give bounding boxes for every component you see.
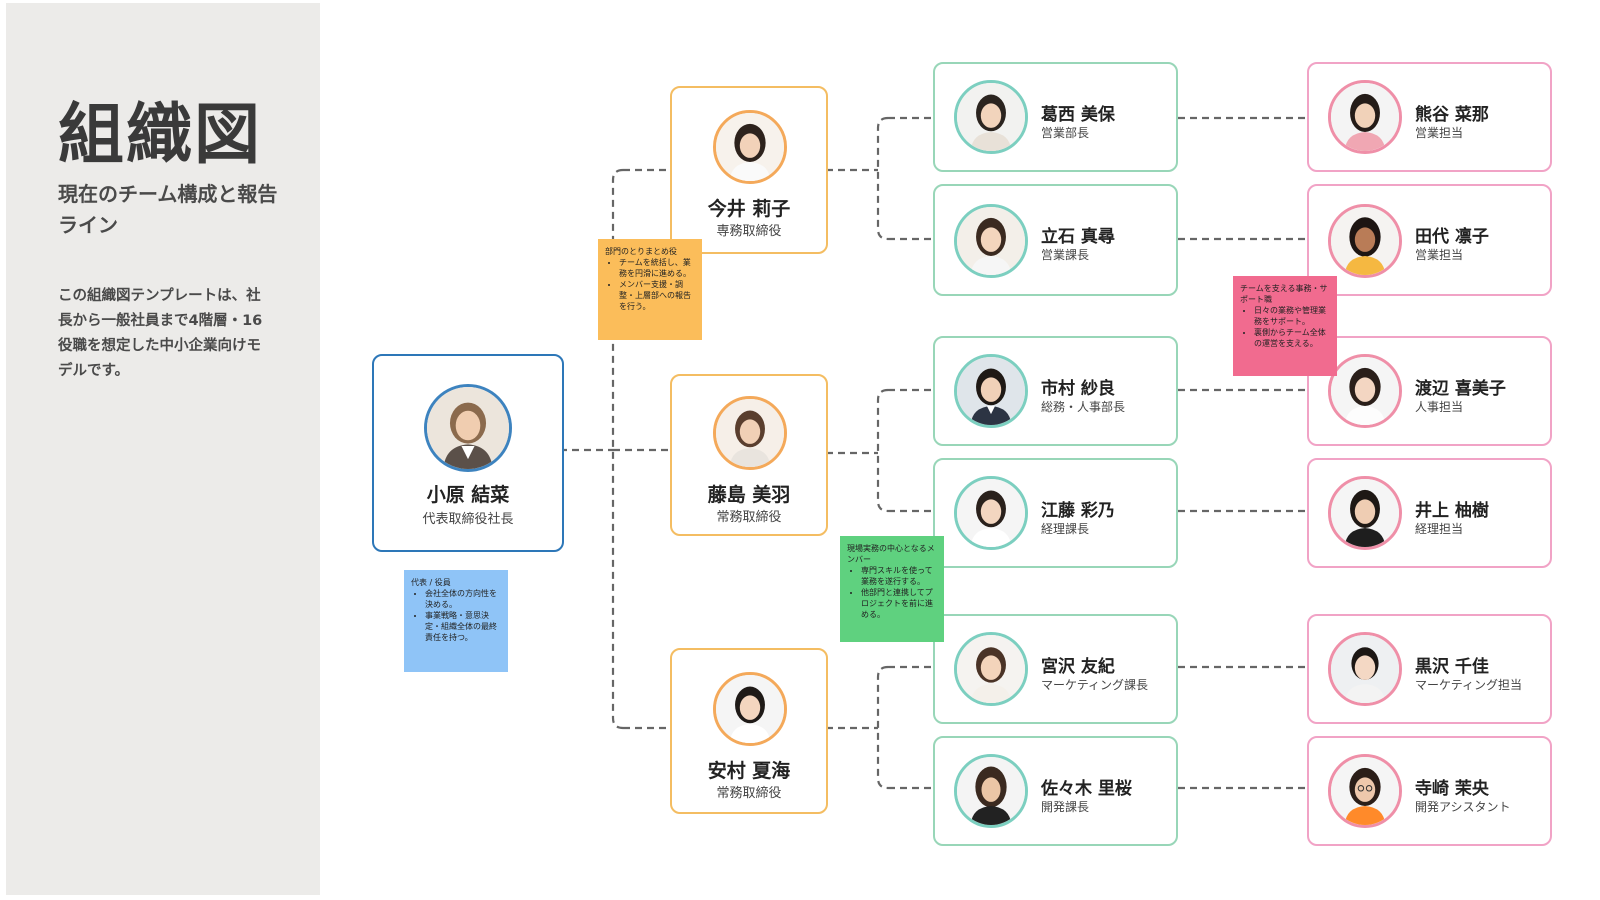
staff-5-name: 黒沢 千佳 <box>1415 657 1489 677</box>
manager-4-name: 江藤 彩乃 <box>1041 501 1115 521</box>
staff-card-6[interactable]: 寺崎 茉央 開発アシスタント <box>1307 736 1552 846</box>
note-support-title: チームを支える事務・サポート職 <box>1240 284 1328 304</box>
manager-2-name: 立石 真尋 <box>1041 227 1115 247</box>
manager-card-2[interactable]: 立石 真尋 営業課長 <box>933 184 1178 296</box>
exec-2-role: 常務取締役 <box>716 510 782 525</box>
staff-2-role: 営業担当 <box>1415 248 1464 262</box>
exec-3-avatar <box>713 672 787 746</box>
page-title: 組織図 <box>58 96 262 173</box>
exec-1-name: 今井 莉子 <box>707 198 791 220</box>
manager-3-avatar <box>954 354 1028 428</box>
note-support: チームを支える事務・サポート職 日々の業務や管理業務をサポート。 裏側からチーム… <box>1233 276 1337 376</box>
note-support-item: 裏側からチーム全体の運営を支える。 <box>1254 327 1330 349</box>
connector-exec2-spine <box>876 388 889 513</box>
staff-1-role: 営業担当 <box>1415 126 1464 140</box>
staff-4-avatar <box>1328 476 1402 550</box>
staff-card-2[interactable]: 田代 凛子 営業担当 <box>1307 184 1552 296</box>
staff-3-role: 人事担当 <box>1415 400 1464 414</box>
staff-card-1[interactable]: 熊谷 菜那 営業担当 <box>1307 62 1552 172</box>
note-support-item: 日々の業務や管理業務をサポート。 <box>1254 305 1330 327</box>
exec-card-3[interactable]: 安村 夏海 常務取締役 <box>670 648 828 814</box>
manager-2-role: 営業課長 <box>1041 248 1090 262</box>
manager-3-role: 総務・人事部長 <box>1041 400 1126 414</box>
manager-1-role: 営業部長 <box>1041 126 1090 140</box>
manager-6-avatar <box>954 754 1028 828</box>
manager-card-5[interactable]: 宮沢 友紀 マーケティング課長 <box>933 614 1178 724</box>
note-directors-item: チームを統括し、業務を円滑に進める。 <box>619 257 695 279</box>
ceo-avatar <box>424 384 512 472</box>
note-managers-item: 他部門と連携してプロジェクトを前に進める。 <box>861 587 937 620</box>
connector-exec1-spine <box>876 116 889 241</box>
note-executives-title: 代表 / 役員 <box>411 578 451 587</box>
staff-4-name: 井上 柚樹 <box>1415 501 1489 521</box>
staff-3-avatar <box>1328 354 1402 428</box>
staff-card-4[interactable]: 井上 柚樹 経理担当 <box>1307 458 1552 568</box>
staff-2-name: 田代 凛子 <box>1415 227 1489 247</box>
note-managers-item: 専門スキルを使って業務を遂行する。 <box>861 565 937 587</box>
note-executives-item: 会社全体の方向性を決める。 <box>425 588 501 610</box>
exec-1-role: 専務取締役 <box>716 224 782 239</box>
manager-5-avatar <box>954 632 1028 706</box>
manager-card-6[interactable]: 佐々木 里桜 開発課長 <box>933 736 1178 846</box>
staff-5-role: マーケティング担当 <box>1415 678 1523 692</box>
manager-4-avatar <box>954 476 1028 550</box>
staff-6-avatar <box>1328 754 1402 828</box>
exec-3-name: 安村 夏海 <box>707 760 791 782</box>
staff-card-5[interactable]: 黒沢 千佳 マーケティング担当 <box>1307 614 1552 724</box>
note-directors: 部門のとりまとめ役 チームを統括し、業務を円滑に進める。 メンバー支援・調整・上… <box>598 239 702 340</box>
exec-2-name: 藤島 美羽 <box>707 484 791 506</box>
exec-2-avatar <box>713 396 787 470</box>
staff-1-name: 熊谷 菜那 <box>1415 105 1489 125</box>
sidebar-panel: 組織図 現在のチーム構成と報告ライン この組織図テンプレートは、社長から一般社員… <box>6 3 320 895</box>
note-managers: 現場実務の中心となるメンバー 専門スキルを使って業務を遂行する。 他部門と連携し… <box>840 536 944 642</box>
connector-exec3-spine <box>876 665 889 790</box>
note-directors-title: 部門のとりまとめ役 <box>605 247 677 256</box>
staff-4-role: 経理担当 <box>1415 522 1464 536</box>
exec-card-1[interactable]: 今井 莉子 専務取締役 <box>670 86 828 254</box>
staff-3-name: 渡辺 喜美子 <box>1415 379 1506 399</box>
manager-2-avatar <box>954 204 1028 278</box>
page-subtitle: 現在のチーム構成と報告ライン <box>58 182 278 237</box>
manager-card-3[interactable]: 市村 紗良 総務・人事部長 <box>933 336 1178 446</box>
ceo-card[interactable]: 小原 結菜 代表取締役社長 <box>372 354 564 552</box>
manager-5-role: マーケティング課長 <box>1041 678 1149 692</box>
staff-2-avatar <box>1328 204 1402 278</box>
manager-6-role: 開発課長 <box>1041 800 1090 814</box>
ceo-role: 代表取締役社長 <box>422 512 514 527</box>
manager-card-4[interactable]: 江藤 彩乃 経理課長 <box>933 458 1178 568</box>
staff-card-3[interactable]: 渡辺 喜美子 人事担当 <box>1307 336 1552 446</box>
staff-5-avatar <box>1328 632 1402 706</box>
manager-3-name: 市村 紗良 <box>1041 379 1115 399</box>
manager-4-role: 経理課長 <box>1041 522 1090 536</box>
exec-card-2[interactable]: 藤島 美羽 常務取締役 <box>670 374 828 536</box>
manager-1-name: 葛西 美保 <box>1041 105 1115 125</box>
manager-6-name: 佐々木 里桜 <box>1041 779 1132 799</box>
connector-exec-spine <box>611 168 624 730</box>
exec-3-role: 常務取締役 <box>716 786 782 801</box>
note-executives-item: 事業戦略・意思決定・組織全体の最終責任を持つ。 <box>425 610 501 643</box>
manager-card-1[interactable]: 葛西 美保 営業部長 <box>933 62 1178 172</box>
staff-6-role: 開発アシスタント <box>1415 800 1511 814</box>
exec-1-avatar <box>713 110 787 184</box>
note-managers-title: 現場実務の中心となるメンバー <box>847 544 935 564</box>
manager-5-name: 宮沢 友紀 <box>1041 657 1115 677</box>
note-executives: 代表 / 役員 会社全体の方向性を決める。 事業戦略・意思決定・組織全体の最終責… <box>404 570 508 672</box>
staff-1-avatar <box>1328 80 1402 154</box>
manager-1-avatar <box>954 80 1028 154</box>
ceo-name: 小原 結菜 <box>426 484 510 506</box>
staff-6-name: 寺崎 茉央 <box>1415 779 1489 799</box>
page-description: この組織図テンプレートは、社長から一般社員まで4階層・16役職を想定した中小企業… <box>58 288 263 379</box>
note-directors-item: メンバー支援・調整・上層部への報告を行う。 <box>619 279 695 312</box>
